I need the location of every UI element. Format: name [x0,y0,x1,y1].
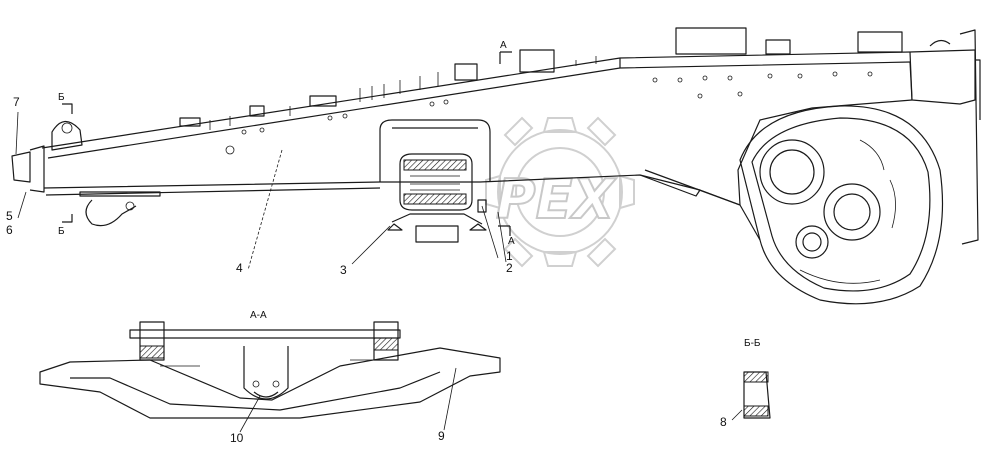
section-aa-view: А-А [39,310,501,419]
callout-4: 4 [236,261,243,275]
cut-b-label-top: Б [58,92,65,103]
callout-6: 6 [6,223,13,237]
callout-2: 2 [506,261,513,275]
callout-7: 7 [13,95,20,109]
section-bb-title: Б-Б [744,338,761,349]
callout-9: 9 [438,429,445,443]
cut-a-label-top: А [500,40,507,51]
callouts: 1 2 3 4 5 6 7 8 9 10 [6,95,727,445]
gear-icon [485,116,635,268]
watermark-text: PEX [496,168,616,231]
section-bb-view: Б-Б [743,338,771,419]
callout-3: 3 [340,263,347,277]
cut-b-label-bottom: Б [58,226,65,237]
callout-10: 10 [230,431,244,445]
main-frame-view [11,27,981,305]
cut-markers: А А Б Б [58,40,515,247]
callout-1: 1 [506,249,513,263]
callout-8: 8 [720,415,727,429]
section-aa-title: А-А [250,310,267,321]
frame-rivets [225,71,873,155]
callout-leaders [15,111,743,433]
callout-5: 5 [6,209,13,223]
cut-a-label-bottom: А [508,236,515,247]
